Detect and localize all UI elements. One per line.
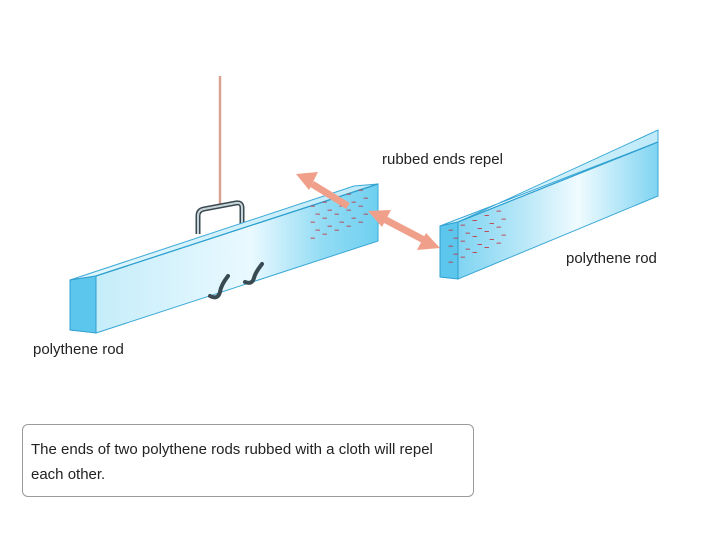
charge-mark: –: [477, 237, 483, 250]
charge-mark: –: [363, 207, 369, 220]
charge-mark: –: [460, 234, 466, 247]
charge-mark: –: [453, 247, 459, 260]
charge-mark: –: [460, 218, 466, 231]
charge-mark: –: [501, 228, 507, 241]
charge-mark: –: [496, 236, 502, 249]
caption-box: The ends of two polythene rods rubbed wi…: [22, 424, 474, 497]
repel-arrow-left: [296, 172, 350, 209]
charge-mark: –: [501, 212, 507, 225]
charge-mark: –: [322, 227, 328, 240]
charge-mark: –: [310, 199, 316, 212]
charge-mark: –: [484, 225, 490, 238]
charge-mark: –: [322, 211, 328, 224]
charge-mark: –: [460, 250, 466, 263]
charge-mark: –: [310, 215, 316, 228]
charge-mark: –: [484, 209, 490, 222]
charge-mark: –: [339, 215, 345, 228]
charge-mark: –: [472, 213, 478, 226]
right-polythene-rod: [439, 129, 659, 280]
charge-mark: –: [484, 241, 490, 254]
charge-mark: –: [448, 255, 454, 268]
caption-text: The ends of two polythene rods rubbed wi…: [31, 441, 433, 483]
charge-mark: –: [327, 203, 333, 216]
charge-mark: –: [358, 183, 364, 196]
charge-mark: –: [351, 195, 357, 208]
charge-mark: –: [334, 223, 340, 236]
left-polythene-rod: [69, 183, 379, 334]
charge-mark: –: [346, 187, 352, 200]
charge-mark: –: [346, 219, 352, 232]
charge-mark: –: [315, 207, 321, 220]
right-rod-charges: –––––––––––––––––––––––––: [448, 204, 507, 268]
charge-mark: –: [448, 239, 454, 252]
charge-mark: –: [472, 245, 478, 258]
rubbed-ends-label: rubbed ends repel: [382, 151, 503, 168]
charge-mark: –: [496, 220, 502, 233]
charge-mark: –: [327, 219, 333, 232]
charge-mark: –: [351, 211, 357, 224]
right-rod-label: polythene rod: [566, 250, 657, 267]
charge-mark: –: [334, 207, 340, 220]
charge-mark: –: [453, 231, 459, 244]
charge-mark: –: [489, 233, 495, 246]
charge-mark: –: [363, 191, 369, 204]
charge-mark: –: [472, 229, 478, 242]
charge-mark: –: [496, 204, 502, 217]
charge-mark: –: [322, 195, 328, 208]
charge-mark: –: [358, 199, 364, 212]
right-hook: [243, 262, 264, 285]
charge-mark: –: [346, 203, 352, 216]
charge-mark: –: [489, 217, 495, 230]
left-rod-label: polythene rod: [33, 341, 124, 358]
charge-mark: –: [465, 226, 471, 239]
charge-mark: –: [477, 221, 483, 234]
charge-mark: –: [310, 231, 316, 244]
left-hook: [208, 274, 230, 300]
charge-mark: –: [315, 223, 321, 236]
repel-arrow-double: [368, 210, 440, 250]
charge-mark: –: [465, 242, 471, 255]
charge-mark: –: [448, 223, 454, 236]
charge-mark: –: [358, 215, 364, 228]
